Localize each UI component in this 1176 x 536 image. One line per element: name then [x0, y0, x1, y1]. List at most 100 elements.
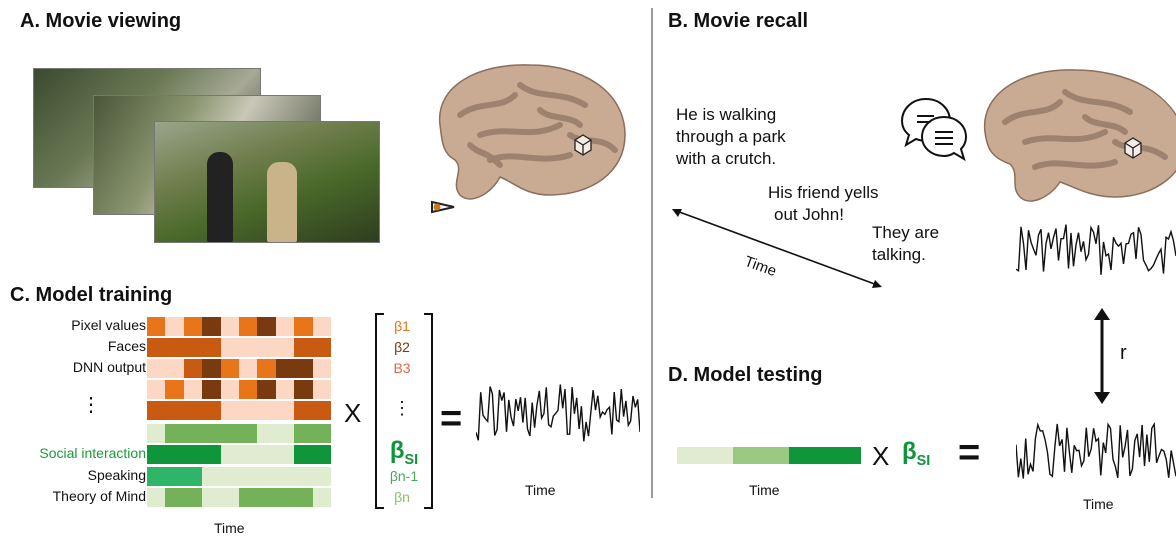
- matrix-cell: [165, 317, 185, 336]
- matrix-cell: [257, 488, 277, 507]
- matrix-cell: [165, 424, 185, 443]
- multiply-sign: X: [344, 398, 362, 428]
- matrix-cell: [183, 401, 203, 420]
- matrix-cell: [202, 424, 222, 443]
- testing-signal-time-label: Time: [1083, 496, 1114, 512]
- beta-n: βn: [394, 489, 410, 505]
- matrix-cell: [220, 424, 240, 443]
- person-silhouette: [207, 152, 233, 242]
- matrix-cell: [239, 359, 258, 378]
- beta-1: β1: [394, 318, 410, 334]
- beta-social-interaction: βSI: [389, 437, 419, 468]
- signal-trace: [1016, 421, 1176, 479]
- matrix-cell: [312, 467, 332, 486]
- row-label-social-interaction: Social interaction: [39, 445, 146, 461]
- timecourse-segment: [789, 447, 861, 464]
- correlation-arrow: [1094, 308, 1110, 404]
- equals-sign-testing: =: [958, 432, 981, 474]
- recall-line: through a park: [676, 127, 786, 146]
- matrix-cell: [275, 338, 295, 357]
- person-silhouette: [267, 162, 297, 242]
- matrix-cell: [275, 359, 295, 378]
- matrix-cell: [147, 424, 166, 443]
- row-label-ellipsis: ⋮: [81, 394, 101, 416]
- matrix-cell: [147, 467, 166, 486]
- social-interaction-timecourse: [677, 447, 861, 464]
- matrix-cell: [239, 445, 258, 464]
- matrix-cell: [294, 317, 314, 336]
- beta-3: B3: [393, 360, 411, 376]
- matrix-cell: [183, 424, 203, 443]
- multiply-sign-testing: X: [872, 441, 890, 471]
- matrix-cell: [275, 488, 295, 507]
- matrix-cell: [183, 445, 203, 464]
- brain-illustration-a: [439, 64, 626, 200]
- matrix-cell: [294, 401, 314, 420]
- matrix-cell: [257, 401, 277, 420]
- panel-d-title: D. Model testing: [668, 364, 823, 386]
- matrix-cell: [257, 359, 277, 378]
- matrix-cell: [202, 445, 222, 464]
- matrix-cell: [239, 317, 258, 336]
- matrix-cell: [202, 359, 222, 378]
- row-label-faces: Faces: [107, 338, 146, 354]
- time-arrow: [672, 209, 882, 288]
- matrix-cell: [294, 424, 314, 443]
- matrix-cell: [220, 317, 240, 336]
- recall-line: out John!: [774, 205, 844, 224]
- matrix-time-label: Time: [214, 520, 245, 536]
- predicted-signal-training: [476, 384, 640, 442]
- matrix-cell: [202, 467, 222, 486]
- matrix-cell: [165, 401, 185, 420]
- brain-signal-recall: [1016, 224, 1176, 275]
- matrix-cell: [275, 467, 295, 486]
- matrix-cell: [147, 401, 166, 420]
- matrix-cell: [294, 338, 314, 357]
- matrix-cell: [257, 445, 277, 464]
- signal-trace: [476, 384, 640, 442]
- matrix-cell: [294, 488, 314, 507]
- movie-frame-front: [154, 121, 380, 243]
- feature-matrix: [147, 317, 332, 509]
- matrix-cell: [183, 359, 203, 378]
- panel-a-title: A. Movie viewing: [20, 10, 182, 32]
- matrix-cell: [147, 380, 166, 399]
- matrix-cell: [257, 424, 277, 443]
- signal-trace: [1016, 224, 1176, 275]
- eye-icon: [431, 200, 455, 214]
- panel-b-title: B. Movie recall: [668, 10, 809, 32]
- matrix-cell: [165, 467, 185, 486]
- matrix-cell: [202, 401, 222, 420]
- recall-line: talking.: [872, 245, 926, 264]
- matrix-cell: [183, 488, 203, 507]
- beta-vector-bracket: [375, 313, 433, 509]
- matrix-cell: [147, 445, 166, 464]
- row-label-dnn-output: DNN output: [72, 359, 146, 375]
- panel-c-title: C. Model training: [10, 284, 173, 306]
- matrix-cell: [239, 424, 258, 443]
- matrix-cell: [312, 317, 332, 336]
- matrix-cell: [220, 380, 240, 399]
- matrix-cell: [257, 338, 277, 357]
- matrix-cell: [312, 424, 332, 443]
- matrix-cell: [183, 317, 203, 336]
- matrix-cell: [294, 445, 314, 464]
- matrix-cell: [239, 467, 258, 486]
- panel-divider: [651, 8, 653, 498]
- matrix-cell: [202, 488, 222, 507]
- predicted-signal-testing: [1016, 421, 1176, 479]
- matrix-cell: [202, 317, 222, 336]
- matrix-cell: [202, 380, 222, 399]
- matrix-cell: [220, 445, 240, 464]
- matrix-cell: [239, 401, 258, 420]
- recall-text-2: His friend yells out John!: [768, 182, 879, 226]
- matrix-cell: [165, 380, 185, 399]
- matrix-cell: [239, 488, 258, 507]
- matrix-cell: [165, 488, 185, 507]
- speech-bubbles-icon: [900, 97, 968, 162]
- matrix-cell: [312, 359, 332, 378]
- matrix-cell: [202, 338, 222, 357]
- matrix-cell: [165, 359, 185, 378]
- brain-illustration-b: [984, 69, 1176, 202]
- beta-n-minus-1: βn-1: [389, 468, 419, 484]
